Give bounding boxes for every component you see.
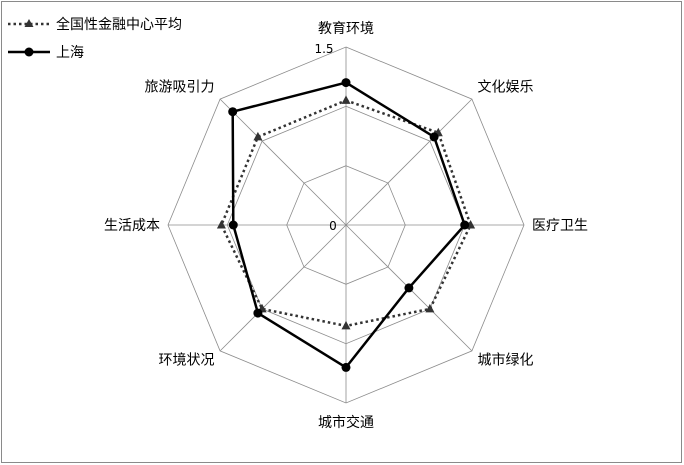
- tick-label-max: 1.5: [314, 42, 333, 56]
- data-point-triangle: [341, 95, 351, 104]
- axis-label: 生活成本: [104, 218, 160, 234]
- grid-spoke: [345, 98, 473, 226]
- data-point-circle: [228, 220, 238, 230]
- tick-label-zero: 0: [329, 219, 337, 233]
- radar-grid: [167, 46, 525, 404]
- data-point-triangle: [253, 131, 263, 141]
- data-point-circle: [460, 220, 470, 230]
- data-point-triangle: [216, 220, 226, 229]
- axis-label: 环境状况: [159, 353, 215, 369]
- series-layer: [216, 78, 476, 372]
- legend-label-national-average: 全国性金融中心平均: [56, 16, 182, 33]
- tick-labels: 0 1.5: [314, 42, 336, 233]
- data-point-circle: [228, 107, 238, 117]
- legend-label-shanghai: 上海: [56, 45, 84, 61]
- legend: 全国性金融中心平均 上海: [8, 16, 182, 61]
- legend-item-national-average: 全国性金融中心平均: [8, 16, 182, 33]
- data-point-triangle: [341, 320, 351, 330]
- data-point-triangle: [425, 303, 435, 313]
- legend-marker-national-average: [24, 19, 34, 27]
- series-shanghai: [228, 78, 470, 372]
- axis-label: 城市交通: [318, 414, 374, 431]
- grid-spoke: [219, 224, 347, 352]
- grid-spoke: [219, 98, 347, 226]
- data-point-circle: [341, 78, 351, 88]
- axis-label: 旅游吸引力: [145, 80, 215, 96]
- data-point-circle: [429, 132, 439, 142]
- axis-label: 城市绿化: [478, 352, 534, 369]
- axis-label: 教育环境: [318, 21, 374, 37]
- data-point-circle: [341, 362, 351, 372]
- data-point-circle: [253, 308, 263, 318]
- legend-item-shanghai: 上海: [8, 45, 84, 61]
- legend-marker-shanghai: [24, 47, 34, 57]
- series-national-average: [216, 95, 476, 330]
- axis-label: 医疗卫生: [532, 218, 588, 234]
- data-point-circle: [404, 283, 414, 293]
- axis-label: 文化娱乐: [478, 80, 534, 96]
